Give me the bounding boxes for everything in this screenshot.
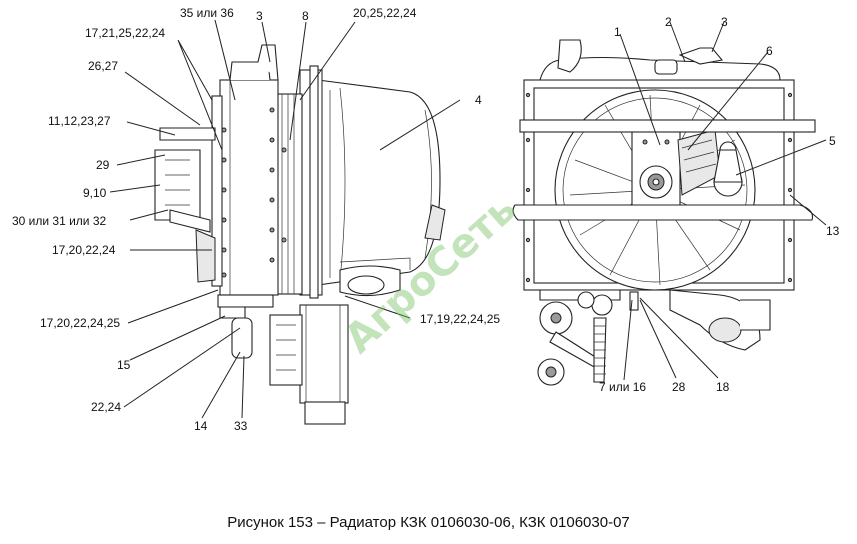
- label-3-side: 3: [256, 9, 263, 23]
- front-view-labels: 1 2 3 6 5 13 7 или 16 28 18: [599, 15, 840, 394]
- side-view: [154, 44, 446, 425]
- label-3-front: 3: [721, 15, 728, 29]
- front-view: [512, 39, 816, 386]
- side-view-labels: 35 или 36 3 8 20,25,22,24 17,21,25,22,24…: [12, 6, 500, 433]
- label-1: 1: [614, 25, 621, 39]
- label-6: 6: [766, 44, 773, 58]
- label-30-31-32: 30 или 31 или 32: [12, 214, 107, 228]
- label-4: 4: [475, 93, 482, 107]
- label-17-21-25-22-24: 17,21,25,22,24: [85, 26, 165, 40]
- label-8: 8: [302, 9, 309, 23]
- label-14: 14: [194, 419, 208, 433]
- label-17-19-22-24-25: 17,19,22,24,25: [420, 312, 500, 326]
- label-9-10: 9,10: [83, 186, 107, 200]
- figure-caption: Рисунок 153 – Радиатор КЗК 0106030-06, К…: [227, 514, 630, 531]
- label-35-or-36: 35 или 36: [180, 6, 234, 20]
- label-13: 13: [826, 224, 840, 238]
- label-20-25-22-24: 20,25,22,24: [353, 6, 417, 20]
- label-26-27: 26,27: [88, 59, 118, 73]
- label-33: 33: [234, 419, 248, 433]
- label-5: 5: [829, 134, 836, 148]
- label-17-20-22-24: 17,20,22,24: [52, 243, 116, 257]
- front-view-leaders: [619, 21, 827, 381]
- label-29: 29: [96, 158, 110, 172]
- label-11-12-23-27: 11,12,23,27: [48, 114, 111, 128]
- label-18: 18: [716, 380, 730, 394]
- label-15: 15: [117, 358, 131, 372]
- label-22-24: 22,24: [91, 400, 121, 414]
- side-view-leaders: [109, 19, 461, 419]
- label-7-or-16: 7 или 16: [599, 380, 646, 394]
- label-2: 2: [665, 15, 672, 29]
- label-17-20-22-24-25: 17,20,22,24,25: [40, 316, 120, 330]
- label-28: 28: [672, 380, 686, 394]
